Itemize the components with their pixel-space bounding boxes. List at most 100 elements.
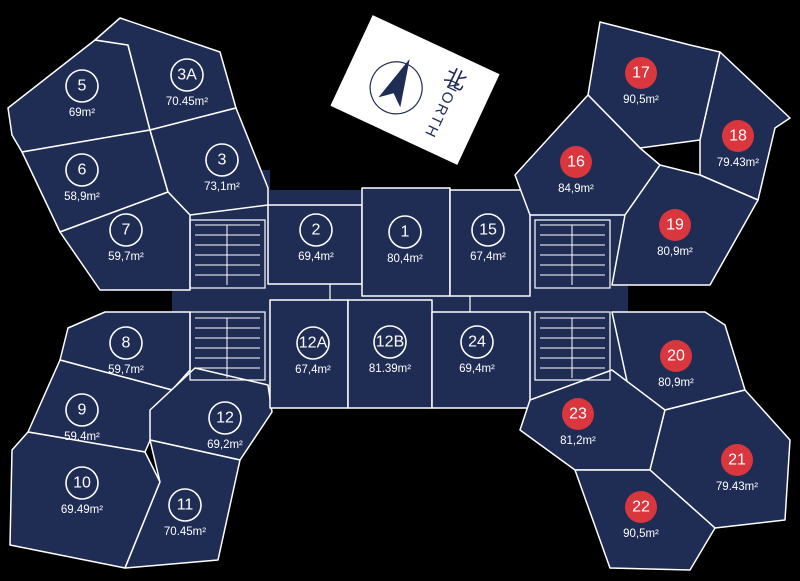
unit-10-area: 69.49m² xyxy=(61,504,103,516)
unit-12b-area: 81.39m² xyxy=(369,363,411,375)
unit-11-area: 70.45m² xyxy=(164,526,206,538)
unit-22-number: 22 xyxy=(632,499,650,516)
core-left-upper xyxy=(189,219,266,289)
corridor-divider xyxy=(329,284,471,312)
unit-8[interactable]: 859,7m² xyxy=(108,326,144,376)
unit-17-area: 90,5m² xyxy=(623,94,659,106)
unit-6-number: 6 xyxy=(78,162,87,179)
unit-8-area: 59,7m² xyxy=(108,364,144,376)
unit-12-area: 69,2m² xyxy=(207,439,243,451)
unit-20-area: 80,9m² xyxy=(658,377,694,389)
unit-12[interactable]: 12 69,2m² xyxy=(207,401,243,451)
unit-12b-badge xyxy=(373,325,407,359)
unit-5-number: 5 xyxy=(78,78,87,95)
unit-16-area: 84,9m² xyxy=(558,183,594,195)
unit-11-shape[interactable] xyxy=(124,439,241,569)
unit-7-area: 59,7m² xyxy=(108,251,144,263)
unit-11[interactable]: 11 70.45m² xyxy=(164,488,206,538)
compass-arrow-icon xyxy=(378,58,410,108)
unit-24-number: 24 xyxy=(468,334,486,351)
unit-12a-shape[interactable] xyxy=(269,299,349,409)
unit-15-number: 15 xyxy=(479,222,497,239)
unit-12b-shape[interactable] xyxy=(347,299,433,409)
north-card xyxy=(330,15,500,165)
unit-5-area: 69m² xyxy=(69,107,95,119)
unit-5[interactable]: 5 69m² xyxy=(65,69,99,119)
unit-21-area: 79.43m² xyxy=(716,481,758,493)
unit-20-badge xyxy=(660,340,692,372)
unit-24-area: 69,4m² xyxy=(459,363,495,375)
core-left-lower xyxy=(189,311,266,381)
unit-2-shape[interactable] xyxy=(267,204,363,285)
unit-3-badge xyxy=(205,143,239,177)
unit-15-shape[interactable] xyxy=(449,189,531,297)
unit-3-number: 3 xyxy=(218,152,227,169)
unit-16[interactable]: 16 84,9m² xyxy=(558,146,594,195)
unit-15-badge xyxy=(471,213,505,247)
unit-12a-area: 67,4m² xyxy=(295,364,331,376)
unit-20[interactable]: 20 80,9m² xyxy=(658,340,694,389)
unit-7[interactable]: 7 59,7m² xyxy=(108,213,144,263)
unit-24-badge xyxy=(460,325,494,359)
unit-2-badge xyxy=(299,213,333,247)
unit-1[interactable]: 180,4m² xyxy=(387,215,423,265)
unit-16-number: 16 xyxy=(567,154,585,171)
unit-20-number: 20 xyxy=(667,348,685,365)
unit-2[interactable]: 2 69,4m² xyxy=(298,213,334,263)
unit-1-shape[interactable] xyxy=(361,187,451,297)
unit-9[interactable]: 959.4m² xyxy=(64,393,100,443)
unit-9-area: 59.4m² xyxy=(64,431,100,443)
unit-8-badge xyxy=(109,326,143,360)
unit-23-area: 81,2m² xyxy=(560,435,596,447)
unit-3a[interactable]: 3A 70.45m² xyxy=(166,58,208,108)
unit-11-badge xyxy=(168,488,202,522)
unit-7-number: 7 xyxy=(122,222,131,239)
unit-17[interactable]: 17 90,5m² xyxy=(623,57,659,106)
unit-3-area: 73,1m² xyxy=(204,181,240,193)
unit-6[interactable]: 6 58,9m² xyxy=(64,153,100,203)
unit-3[interactable]: 3 73,1m² xyxy=(204,143,240,193)
unit-12a-badge xyxy=(296,326,330,360)
unit-19-number: 19 xyxy=(666,217,684,234)
unit-12-badge xyxy=(208,401,242,435)
unit-12a[interactable]: 12A 67,4m² xyxy=(295,326,331,376)
unit-3a-area: 70.45m² xyxy=(166,96,208,108)
unit-2-area: 69,4m² xyxy=(298,251,334,263)
unit-16-badge xyxy=(560,146,592,178)
unit-2-number: 2 xyxy=(312,222,321,239)
unit-21-badge xyxy=(721,444,753,476)
unit-3a-badge xyxy=(170,58,204,92)
unit-22-badge xyxy=(625,491,657,523)
unit-6-badge xyxy=(65,153,99,187)
unit-11-number: 11 xyxy=(177,497,194,514)
core-right-lower xyxy=(534,311,611,381)
unit-17-number: 17 xyxy=(632,65,650,82)
unit-labels: 5 69m² 3A 70.45m² 6 58,9m² 3 73,1m² 7 59,7m² 2 69,4… xyxy=(61,57,759,540)
unit-18-area: 79.43m² xyxy=(717,157,759,169)
north-compass: 北 NORTH xyxy=(330,15,500,165)
unit-23-badge xyxy=(562,398,594,430)
unit-1-number: 1 xyxy=(401,224,410,241)
unit-15[interactable]: 15 67,4m² xyxy=(470,213,506,263)
unit-19-area: 80,9m² xyxy=(657,246,693,258)
unit-24[interactable]: 24 69,4m² xyxy=(459,325,495,375)
unit-12a-number: 12A xyxy=(299,335,328,352)
unit-6-area: 58,9m² xyxy=(64,191,100,203)
unit-5-badge xyxy=(65,69,99,103)
unit-3a-number: 3A xyxy=(177,67,197,84)
unit-10-badge xyxy=(65,466,99,500)
unit-19[interactable]: 19 80,9m² xyxy=(657,209,693,258)
unit-19-badge xyxy=(659,209,691,241)
unit-9-badge xyxy=(65,393,99,427)
unit-7-badge xyxy=(109,213,143,247)
unit-15-area: 67,4m² xyxy=(470,251,506,263)
unit-12-number: 12 xyxy=(216,410,234,427)
